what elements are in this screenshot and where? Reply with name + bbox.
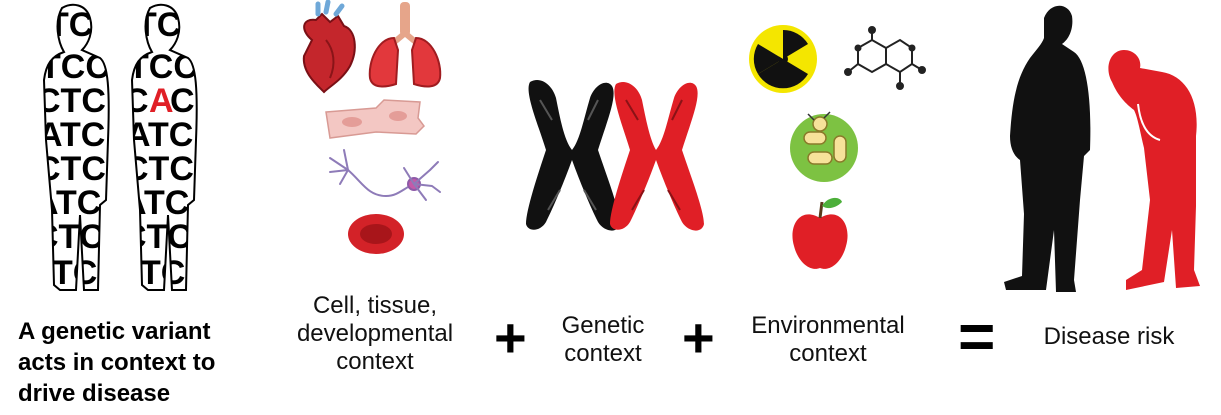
chromosome-black-icon bbox=[526, 79, 620, 231]
standing-man-silhouette bbox=[1004, 5, 1091, 293]
main-caption-line: acts in context to bbox=[18, 349, 216, 376]
genetic-caption-line: Genetic bbox=[561, 312, 645, 339]
main-caption-line: A genetic variant bbox=[18, 318, 211, 345]
variant-letter: A bbox=[149, 82, 174, 120]
genetic-context-caption: Genetic context bbox=[548, 312, 658, 368]
svg-text:ATC: ATC bbox=[122, 184, 189, 222]
equals-operator: = bbox=[958, 300, 996, 372]
lungs-icon bbox=[368, 2, 442, 88]
environment-caption-line: context bbox=[789, 340, 867, 367]
apple-icon bbox=[792, 197, 848, 269]
svg-text:C: C bbox=[124, 82, 149, 120]
cell-caption-line: developmental bbox=[296, 320, 454, 347]
svg-text:ATC: ATC bbox=[38, 116, 105, 154]
svg-text:CTC: CTC bbox=[36, 150, 106, 188]
svg-text:CTC: CTC bbox=[36, 82, 106, 120]
svg-text:ATC: ATC bbox=[118, 254, 185, 292]
svg-text:CTC: CTC bbox=[124, 150, 194, 188]
chemical-molecule-icon bbox=[844, 26, 926, 90]
environmental-context-caption: Environmental context bbox=[728, 312, 928, 368]
plus-operator: + bbox=[494, 306, 527, 369]
red-blood-cell-icon bbox=[348, 214, 404, 254]
chromosome-red-icon bbox=[610, 81, 704, 231]
cell-context-caption: Cell, tissue, developmental context bbox=[280, 292, 470, 376]
plus-operator: + bbox=[682, 306, 715, 369]
neuron-icon bbox=[329, 149, 441, 201]
disease-risk-caption: Disease risk bbox=[1043, 323, 1175, 350]
cell-caption-line: context bbox=[336, 348, 414, 375]
radiation-icon bbox=[749, 25, 817, 93]
muscle-fiber-icon bbox=[325, 99, 425, 139]
bacteria-icon bbox=[790, 111, 858, 182]
human-silhouette-reference: TC TCC CTC ATC CTC ATC CTC ATC bbox=[30, 3, 110, 292]
svg-text:CTC: CTC bbox=[122, 218, 192, 256]
svg-text:ATC: ATC bbox=[34, 184, 101, 222]
main-caption-line: drive disease bbox=[18, 380, 171, 407]
genetic-caption-line: context bbox=[564, 340, 642, 367]
heart-icon bbox=[302, 0, 356, 94]
svg-text:CTC: CTC bbox=[34, 218, 104, 256]
cell-caption-line: Cell, tissue, bbox=[312, 292, 438, 319]
svg-text:TCC: TCC bbox=[40, 48, 110, 86]
svg-text:ATC: ATC bbox=[126, 116, 193, 154]
environment-caption-line: Environmental bbox=[751, 312, 905, 339]
main-caption: A genetic variant acts in context to dri… bbox=[18, 316, 278, 409]
svg-text:TCC: TCC bbox=[128, 48, 198, 86]
sick-man-silhouette bbox=[1108, 50, 1200, 290]
svg-text:C: C bbox=[170, 82, 195, 120]
svg-text:ATC: ATC bbox=[30, 254, 97, 292]
